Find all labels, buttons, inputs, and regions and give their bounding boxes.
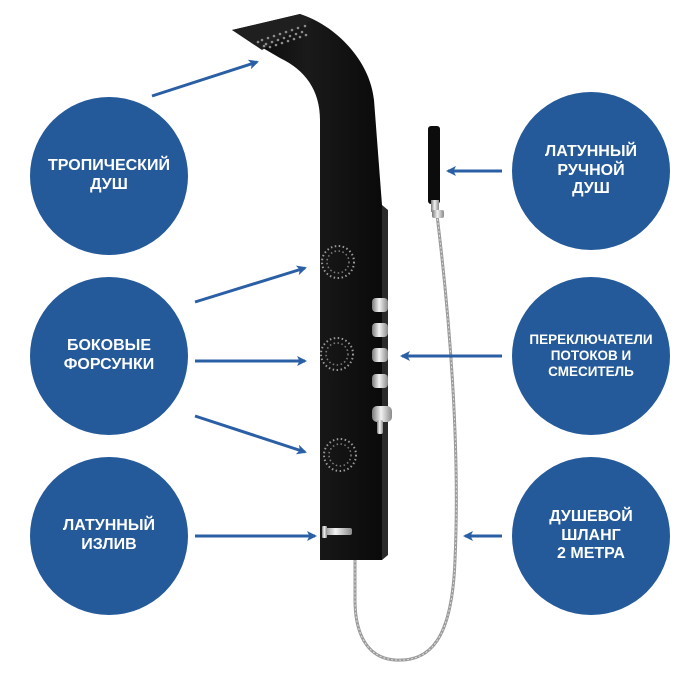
- label-circle-hand-shower: ЛАТУННЫЙ РУЧНОЙ ДУШ: [512, 92, 670, 250]
- label-circle-hose: ДУШЕВОЙ ШЛАНГ 2 МЕТРА: [512, 457, 670, 615]
- hand-shower: [428, 126, 444, 218]
- side-jet-2: [320, 337, 354, 371]
- rain-head: [232, 14, 312, 50]
- label-circle-side-jets: БОКОВЫЕ ФОРСУНКИ: [30, 277, 188, 435]
- arrow-side-jets-lower: [194, 414, 307, 455]
- rain-nozzles: [256, 24, 308, 49]
- label-circle-spout: ЛАТУННЫЙ ИЗЛИВ: [30, 457, 188, 615]
- panel-body: [232, 14, 382, 560]
- label-side-jets: БОКОВЫЕ ФОРСУНКИ: [63, 337, 155, 373]
- arrow-side-jets-upper: [194, 265, 307, 304]
- flow-switch-knobs: [372, 298, 392, 434]
- label-spout: ЛАТУННЫЙ ИЗЛИВ: [63, 517, 155, 553]
- label-switches: ПЕРЕКЛЮЧАТЕЛИ ПОТОКОВ И СМЕСИТЕЛЬ: [529, 332, 653, 379]
- label-circle-switches: ПЕРЕКЛЮЧАТЕЛИ ПОТОКОВ И СМЕСИТЕЛЬ: [512, 277, 670, 435]
- label-hand-shower: ЛАТУННЫЙ РУЧНОЙ ДУШ: [545, 142, 637, 198]
- spout: [322, 526, 352, 538]
- arrow-tropical: [151, 59, 259, 98]
- side-jet-3: [323, 438, 357, 472]
- label-tropical: ТРОПИЧЕСКИЙ ДУШ: [48, 157, 170, 193]
- label-hose: ДУШЕВОЙ ШЛАНГ 2 МЕТРА: [549, 507, 633, 563]
- side-jet-1: [321, 245, 355, 279]
- label-circle-tropical: ТРОПИЧЕСКИЙ ДУШ: [30, 97, 188, 255]
